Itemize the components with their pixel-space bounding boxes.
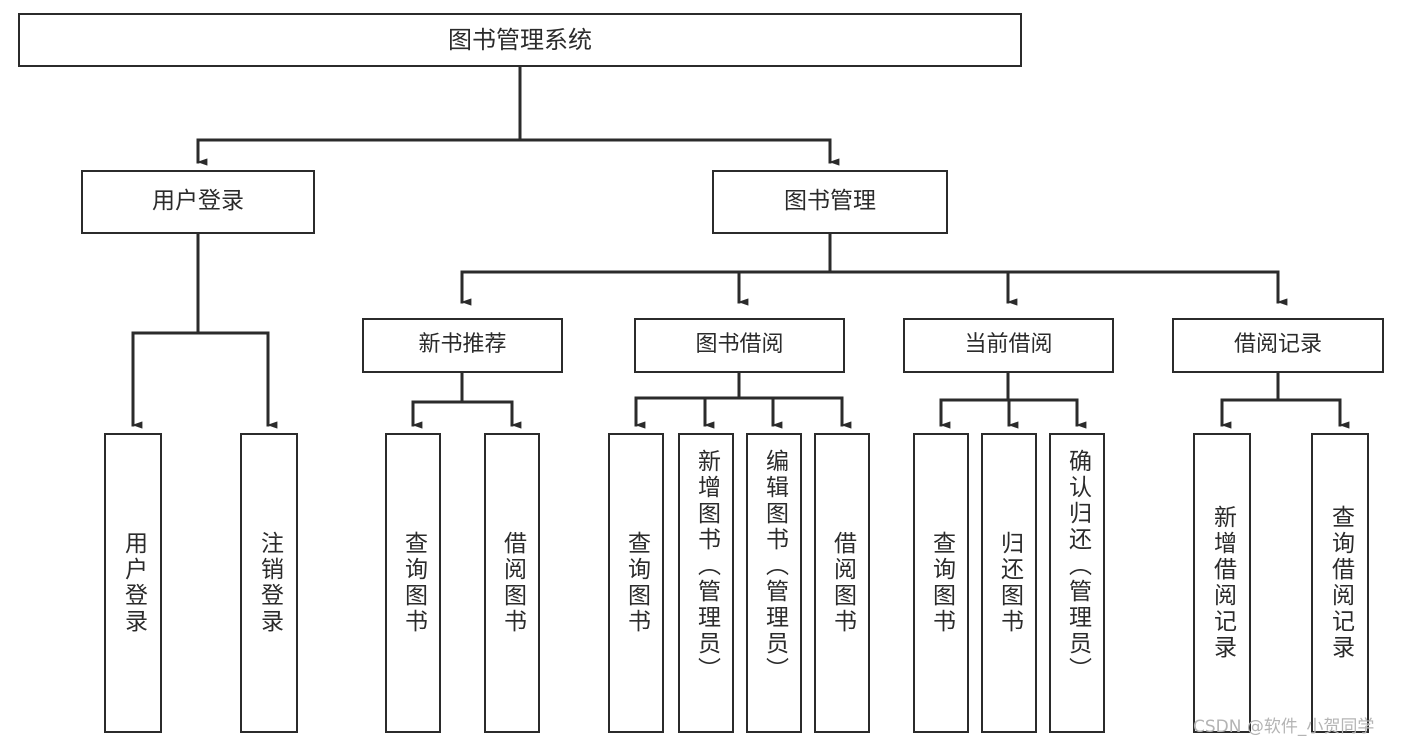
- node-leaf-query-borrow-record[interactable]: 查询借阅记录: [1311, 433, 1369, 733]
- node-label: 查询图书: [623, 531, 650, 635]
- node-label: 编辑图书（管理员）: [761, 449, 788, 683]
- node-leaf-edit-book-admin[interactable]: 编辑图书（管理员）: [746, 433, 802, 733]
- node-label: 当前借阅: [964, 332, 1053, 358]
- node-leaf-borrow-book[interactable]: 借阅图书: [814, 433, 870, 733]
- node-leaf-user-login[interactable]: 用户登录: [104, 433, 162, 733]
- node-label: 新书推荐: [418, 332, 507, 358]
- node-label: 归还图书: [996, 531, 1023, 635]
- node-leaf-query-book-borrow[interactable]: 查询图书: [608, 433, 664, 733]
- node-label: 图书管理: [784, 188, 876, 215]
- node-new-book-recommendation[interactable]: 新书推荐: [362, 318, 563, 373]
- node-label: 借阅图书: [829, 531, 856, 635]
- node-label: 查询图书: [400, 531, 427, 635]
- node-leaf-query-book-recommend[interactable]: 查询图书: [385, 433, 441, 733]
- node-leaf-borrow-book-recommend[interactable]: 借阅图书: [484, 433, 540, 733]
- node-leaf-return-book[interactable]: 归还图书: [981, 433, 1037, 733]
- node-leaf-add-book-admin[interactable]: 新增图书（管理员）: [678, 433, 734, 733]
- node-user-login[interactable]: 用户登录: [81, 170, 315, 234]
- node-label: 图书管理系统: [448, 25, 592, 54]
- node-leaf-query-book-current[interactable]: 查询图书: [913, 433, 969, 733]
- node-label: 确认归还（管理员）: [1064, 449, 1091, 683]
- node-label: 借阅记录: [1233, 332, 1322, 358]
- node-root-book-management-system[interactable]: 图书管理系统: [18, 13, 1022, 67]
- csdn-watermark: CSDN @软件_小贺同学: [1193, 717, 1375, 737]
- node-book-management[interactable]: 图书管理: [712, 170, 948, 234]
- node-leaf-confirm-return-admin[interactable]: 确认归还（管理员）: [1049, 433, 1105, 733]
- node-label: 用户登录: [120, 531, 147, 635]
- node-label: 新增图书（管理员）: [693, 449, 720, 683]
- node-leaf-logout[interactable]: 注销登录: [240, 433, 298, 733]
- node-book-borrowing[interactable]: 图书借阅: [634, 318, 845, 373]
- node-label: 用户登录: [152, 188, 244, 215]
- node-label: 新增借阅记录: [1209, 505, 1236, 661]
- node-label: 图书借阅: [695, 332, 784, 358]
- node-label: 借阅图书: [499, 531, 526, 635]
- node-label: 查询图书: [928, 531, 955, 635]
- node-label: 注销登录: [256, 531, 283, 635]
- node-label: 查询借阅记录: [1327, 505, 1354, 661]
- node-leaf-add-borrow-record[interactable]: 新增借阅记录: [1193, 433, 1251, 733]
- node-borrowing-records[interactable]: 借阅记录: [1172, 318, 1384, 373]
- node-current-borrowing[interactable]: 当前借阅: [903, 318, 1114, 373]
